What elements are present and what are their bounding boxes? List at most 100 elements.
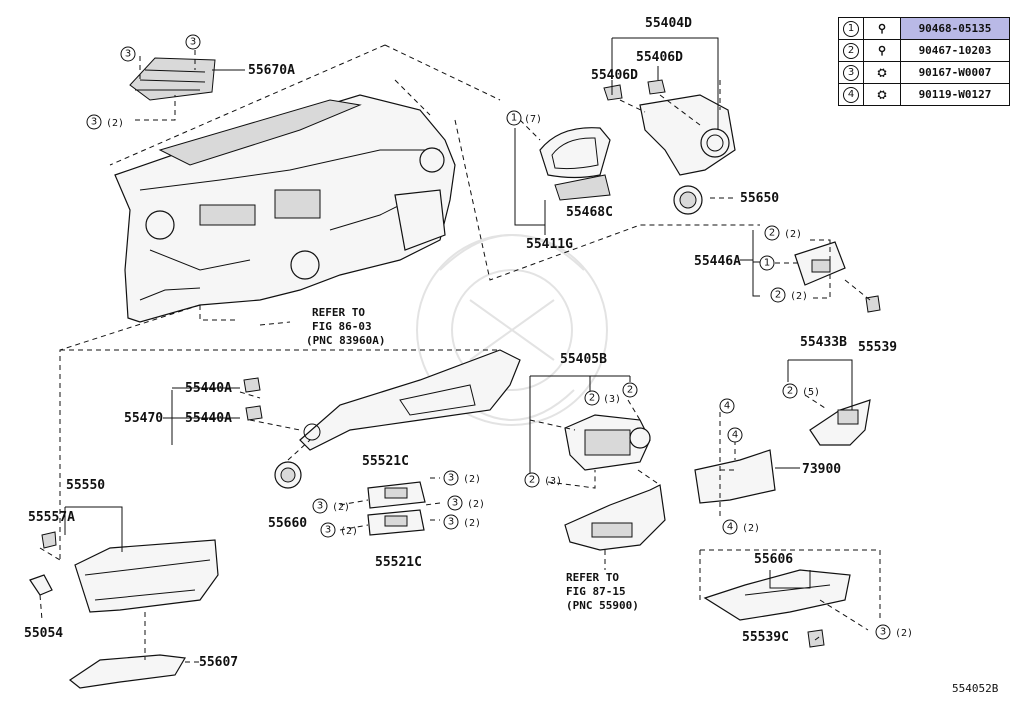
callout-number: 3 (125, 49, 131, 60)
part-label-55539C: 55539C (742, 630, 789, 645)
callout-number: 3 (317, 501, 323, 512)
qty-label: (2) (463, 474, 481, 485)
legend-row: 4 ⛭ 90119-W0127 (838, 83, 1010, 106)
part-label-55521C: 55521C (375, 555, 422, 570)
part-label-55557A: 55557A (28, 510, 75, 525)
qty-label: (5) (802, 387, 820, 398)
callout-number: 3 (452, 498, 458, 509)
legend-part-number[interactable]: 90167-W0007 (900, 61, 1010, 84)
part-55650-knob (673, 185, 703, 215)
refer-to-label: REFER TO (312, 306, 365, 319)
part-label-55521C: 55521C (362, 454, 409, 469)
legend-number: 1 (843, 20, 859, 37)
legend-number: 2 (843, 42, 859, 59)
part-label-55406D: 55406D (591, 68, 638, 83)
part-label-55606: 55606 (754, 552, 793, 567)
part-label-55470: 55470 (124, 411, 163, 426)
qty-label: (2) (340, 526, 358, 537)
qty-label: (7) (524, 114, 542, 125)
qty-label: (2) (742, 523, 760, 534)
callout-number: 2 (627, 385, 633, 396)
qty-label: (2) (784, 229, 802, 240)
refer-pnc-label: (PNC 55900) (566, 599, 639, 612)
part-55670A-vent (129, 57, 216, 101)
part-55606-bracket (703, 569, 851, 648)
quantity-labels: (2) (7) (2) (2) (5) (3) (3) (2) (2) (2) … (106, 114, 913, 639)
callout-number: 2 (589, 393, 595, 404)
part-55440A-clips (243, 377, 263, 421)
part-label-55406D: 55406D (636, 50, 683, 65)
part-label-55440A: 55440A (185, 381, 232, 396)
part-label-55405B: 55405B (560, 352, 607, 367)
callout-number: 3 (880, 627, 886, 638)
part-label-55446A: 55446A (694, 254, 741, 269)
callout-number: 2 (769, 228, 775, 239)
qty-label: (2) (106, 118, 124, 129)
part-55446A-panel (794, 241, 881, 313)
part-55468C-strip (554, 174, 611, 201)
legend-part-number[interactable]: 90468-05135 (900, 17, 1010, 40)
part-label-55670A: 55670A (248, 63, 295, 78)
part-number-labels: 55404D 55406D 55406D 55670A 55468C 55411… (24, 16, 897, 670)
qty-label: (2) (790, 291, 808, 302)
callout-number: 4 (732, 430, 738, 441)
clip-icon: ⚲ (863, 39, 901, 62)
legend-part-number[interactable]: 90119-W0127 (900, 83, 1010, 106)
callout-number: 1 (511, 113, 517, 124)
qty-label: (3) (603, 394, 621, 405)
part-55607-bracket (68, 654, 186, 689)
fastener-legend: 1 ⚲ 90468-05135 2 ⚲ 90467-10203 3 ⛭ 9016… (838, 17, 1010, 106)
callout-number: 2 (787, 386, 793, 397)
watermark-emblem (416, 234, 608, 426)
part-55404D-cover (603, 79, 736, 176)
legend-row: 2 ⚲ 90467-10203 (838, 39, 1010, 62)
legend-number: 3 (843, 64, 859, 81)
callout-number: 2 (529, 475, 535, 486)
qty-label: (2) (895, 628, 913, 639)
part-73900-lower-panel (694, 449, 776, 504)
callout-number: 4 (724, 401, 730, 412)
callout-number: 3 (448, 473, 454, 484)
refer-pnc-label: (PNC 83960A) (306, 334, 385, 347)
part-55660-knob (274, 461, 302, 489)
qty-label: (2) (332, 502, 350, 513)
part-55550-glovebox (29, 531, 219, 613)
part-55521C-switches (367, 481, 426, 536)
part-55411G-bezel (539, 127, 611, 179)
part-label-55607: 55607 (199, 655, 238, 670)
qty-label: (3) (544, 476, 562, 487)
leader-lines (39, 37, 881, 663)
legend-number: 4 (843, 86, 859, 103)
qty-label: (2) (463, 518, 481, 529)
callout-number: 3 (190, 37, 196, 48)
diagram-code: 554052B (952, 682, 999, 695)
part-label-55404D: 55404D (645, 16, 692, 31)
part-label-73900: 73900 (802, 462, 841, 477)
part-label-55054: 55054 (24, 626, 63, 641)
part-label-55440A: 55440A (185, 411, 232, 426)
qty-label: (2) (467, 499, 485, 510)
legend-row: 1 ⚲ 90468-05135 (838, 17, 1010, 40)
screw-icon: ⛭ (863, 61, 901, 84)
refer-fig-label: FIG 87-15 (566, 585, 626, 598)
callout-number: 2 (775, 290, 781, 301)
legend-row: 3 ⛭ 90167-W0007 (838, 61, 1010, 84)
part-55433B-cover (809, 399, 871, 446)
callout-number: 3 (448, 517, 454, 528)
part-label-55468C: 55468C (566, 205, 613, 220)
screw-washer-icon: ⛭ (863, 83, 901, 106)
part-label-55660: 55660 (268, 516, 307, 531)
part-label-55433B: 55433B (800, 335, 847, 350)
part-55470-lower-panel (299, 349, 521, 451)
callout-number: 3 (91, 117, 97, 128)
part-55405B-center (564, 414, 651, 471)
legend-part-number[interactable]: 90467-10203 (900, 39, 1010, 62)
part-label-55411G: 55411G (526, 237, 573, 252)
refer-to-label: REFER TO (566, 571, 619, 584)
part-label-55550: 55550 (66, 478, 105, 493)
callout-number: 4 (727, 522, 733, 533)
callout-number: 3 (325, 525, 331, 536)
part-label-55650: 55650 (740, 191, 779, 206)
callout-number: 1 (764, 258, 770, 269)
refer-fig-label: FIG 86-03 (312, 320, 372, 333)
